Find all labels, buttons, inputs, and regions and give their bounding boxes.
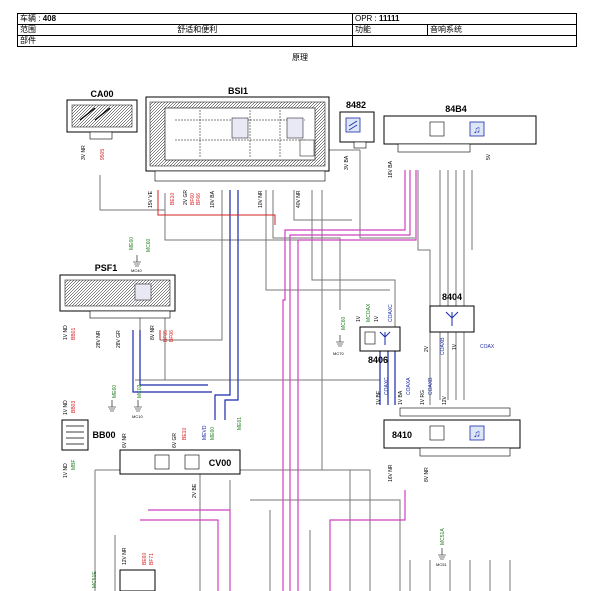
psf1-label: PSF1 bbox=[95, 263, 118, 273]
vehicle-label: 车辆 : bbox=[20, 14, 41, 24]
c8404-connector-a: 2V bbox=[424, 345, 430, 352]
range-label: 范围 bbox=[20, 25, 36, 35]
wires-magenta bbox=[140, 170, 417, 591]
part-value bbox=[352, 35, 577, 47]
opr-label: OPR : bbox=[355, 14, 377, 24]
cv00-connector-a: 6V NR bbox=[122, 433, 128, 448]
c8404-label: 8404 bbox=[442, 292, 462, 302]
psf1-connector-d: 8V NR bbox=[150, 325, 156, 340]
component-bb00: BB00 1V ND 1V ND BB03 MBF bbox=[61, 400, 116, 478]
c8410-wire-grn: MC51A bbox=[440, 528, 446, 545]
psf1-connector-b: 28V NR bbox=[96, 330, 102, 348]
component-84b4: 84B4 ♫ 18V BA 5V bbox=[383, 104, 537, 178]
c8410-wire-blue3: COAXB bbox=[428, 377, 434, 395]
c8410-connector-f: 8V NR bbox=[424, 467, 430, 482]
c8404-wire-blue2: COAX bbox=[480, 344, 495, 350]
cv00-wire-grn1: ME60 bbox=[210, 427, 216, 440]
psf1-wire-red3: BF06 bbox=[169, 330, 175, 342]
c8406-connector-a: 1V bbox=[356, 315, 362, 322]
c8404-connector-b: 1V bbox=[452, 343, 458, 350]
bsi1-connector-d: 10V NR bbox=[258, 190, 264, 208]
ground-g4: MC70 bbox=[333, 351, 344, 356]
bottom-connector: 12V NR bbox=[122, 547, 128, 565]
bb00-wire-grn: MBF bbox=[71, 459, 77, 470]
c8410-label: 8410 bbox=[392, 430, 412, 440]
bsi1-label: BSI1 bbox=[228, 86, 248, 96]
psf1-connector-a: 1V ND bbox=[63, 325, 69, 340]
component-8404: 8404 2V 1V COAXB COAX bbox=[424, 292, 495, 355]
c84b4-label: 84B4 bbox=[445, 104, 467, 114]
c8406-wire-blue1: COAXC bbox=[388, 304, 394, 322]
c8410-connector-d: 12V bbox=[442, 395, 448, 405]
bsi1-wire-grn1: ME60 bbox=[129, 237, 135, 250]
component-8482: 8482 3V BA bbox=[339, 100, 375, 170]
psf1-wire-red2: BF05 bbox=[163, 330, 169, 342]
ground-g2: MC10 bbox=[132, 414, 143, 419]
component-bottom-connector: 12V NR BE60 BF71 MC51E bbox=[92, 547, 156, 591]
c8410-connector-b: 1V BA bbox=[398, 390, 404, 405]
bottom-wire-red2: BF71 bbox=[149, 553, 155, 565]
bottom-wire-red1: BE60 bbox=[142, 553, 148, 565]
bsi1-connector-e: 40V NR bbox=[296, 190, 302, 208]
range-value: 舒适和便利 bbox=[177, 25, 218, 35]
psf1-connector-c: 28V GR bbox=[116, 330, 122, 348]
psf1-wire-grn1: ME60 bbox=[112, 385, 118, 398]
c8406-label: 8406 bbox=[368, 355, 388, 365]
header-table: 车辆 : 408 OPR : 11111 范围 舒适和便利 功能 音响系统 部件 bbox=[17, 13, 577, 47]
c8482-label: 8482 bbox=[346, 100, 366, 110]
c8482-connector: 3V BA bbox=[344, 155, 350, 170]
component-8410: 8410 ♫ 1V BE 1V BA 1V RG 12V 16V NR 8V N… bbox=[376, 377, 521, 567]
component-8406: 8406 1V 1V MC60 MCOAX COAXC MC70 bbox=[333, 303, 401, 365]
bsi1-connector-c: 10V BA bbox=[210, 190, 216, 208]
cv00-wire-blue: MEVD bbox=[202, 425, 208, 440]
opr-value: 11111 bbox=[379, 14, 400, 24]
c8410-wire-blue2: COAXA bbox=[406, 377, 412, 395]
bsi1-connector-a: 15V VE bbox=[148, 190, 154, 208]
wires-gray bbox=[94, 149, 511, 591]
psf1-wire-grn2: MC02 bbox=[137, 384, 143, 398]
cv00-connector-c: 2V BE bbox=[192, 483, 198, 498]
c8410-connector-a: 1V BE bbox=[376, 390, 382, 405]
c84b4-connector-b: 5V bbox=[486, 153, 492, 160]
diagram-title: 原理 bbox=[292, 53, 308, 62]
ground-g3: MC51 bbox=[436, 562, 447, 567]
c8406-wire-blue2: MCOAX bbox=[366, 303, 372, 322]
psf1-wire-red1: BB01 bbox=[71, 328, 77, 340]
bsi1-wire-grn2: MC60 bbox=[146, 238, 152, 252]
bsi1-wire-red1: BE10 bbox=[170, 193, 176, 205]
c8410-connector-e: 16V NR bbox=[388, 464, 394, 482]
bb00-connector-b: 1V ND bbox=[63, 463, 69, 478]
bb00-connector-a: 1V ND bbox=[63, 400, 69, 415]
cv00-wire-red: BE10 bbox=[182, 428, 188, 440]
c8404-wire-blue1: COAXB bbox=[440, 337, 446, 355]
ca00-connector: 3V NR bbox=[81, 145, 87, 160]
wires-red bbox=[157, 190, 276, 340]
c8410-connector-c: 1V RG bbox=[420, 390, 426, 405]
component-ca00: CA00 3V NR 9505 bbox=[66, 89, 138, 160]
music-icon: ♫ bbox=[473, 429, 481, 440]
c8406-connector-b: 1V bbox=[374, 315, 380, 322]
c8410-wire-blue1: COAXC bbox=[384, 377, 390, 395]
bsi1-wire-red2: BF60 bbox=[190, 193, 196, 205]
music-icon: ♫ bbox=[473, 125, 481, 136]
ground-g1: MC40 bbox=[131, 268, 142, 273]
ca00-wire: 9505 bbox=[100, 149, 106, 160]
component-psf1: PSF1 1V ND 28V NR 28V GR 8V NR BB01 BF05… bbox=[59, 263, 176, 419]
bottom-wire-grn: MC51E bbox=[92, 571, 98, 588]
cv00-label: CV00 bbox=[209, 458, 232, 468]
c8406-wire-grn: MC60 bbox=[341, 316, 347, 330]
bsi1-connector-b: 2V GR bbox=[183, 190, 189, 205]
vehicle-value: 408 bbox=[42, 14, 57, 24]
bb00-label: BB00 bbox=[92, 430, 115, 440]
c84b4-connector-a: 18V BA bbox=[388, 160, 394, 178]
cv00-wire-grn2: ME61 bbox=[237, 417, 243, 430]
ca00-label: CA00 bbox=[90, 89, 113, 99]
bsi1-wire-red3: BF66 bbox=[196, 193, 202, 205]
component-bsi1: BSI1 15V VE 2V GR 10V BA 10V NR 40V NR B… bbox=[129, 86, 330, 273]
cv00-connector-b: 6V GR bbox=[172, 433, 178, 448]
component-cv00: CV00 6V NR 6V GR 2V BE BE10 MEVD ME60 ME… bbox=[119, 417, 243, 498]
bb00-wire-red: BB03 bbox=[71, 401, 77, 413]
